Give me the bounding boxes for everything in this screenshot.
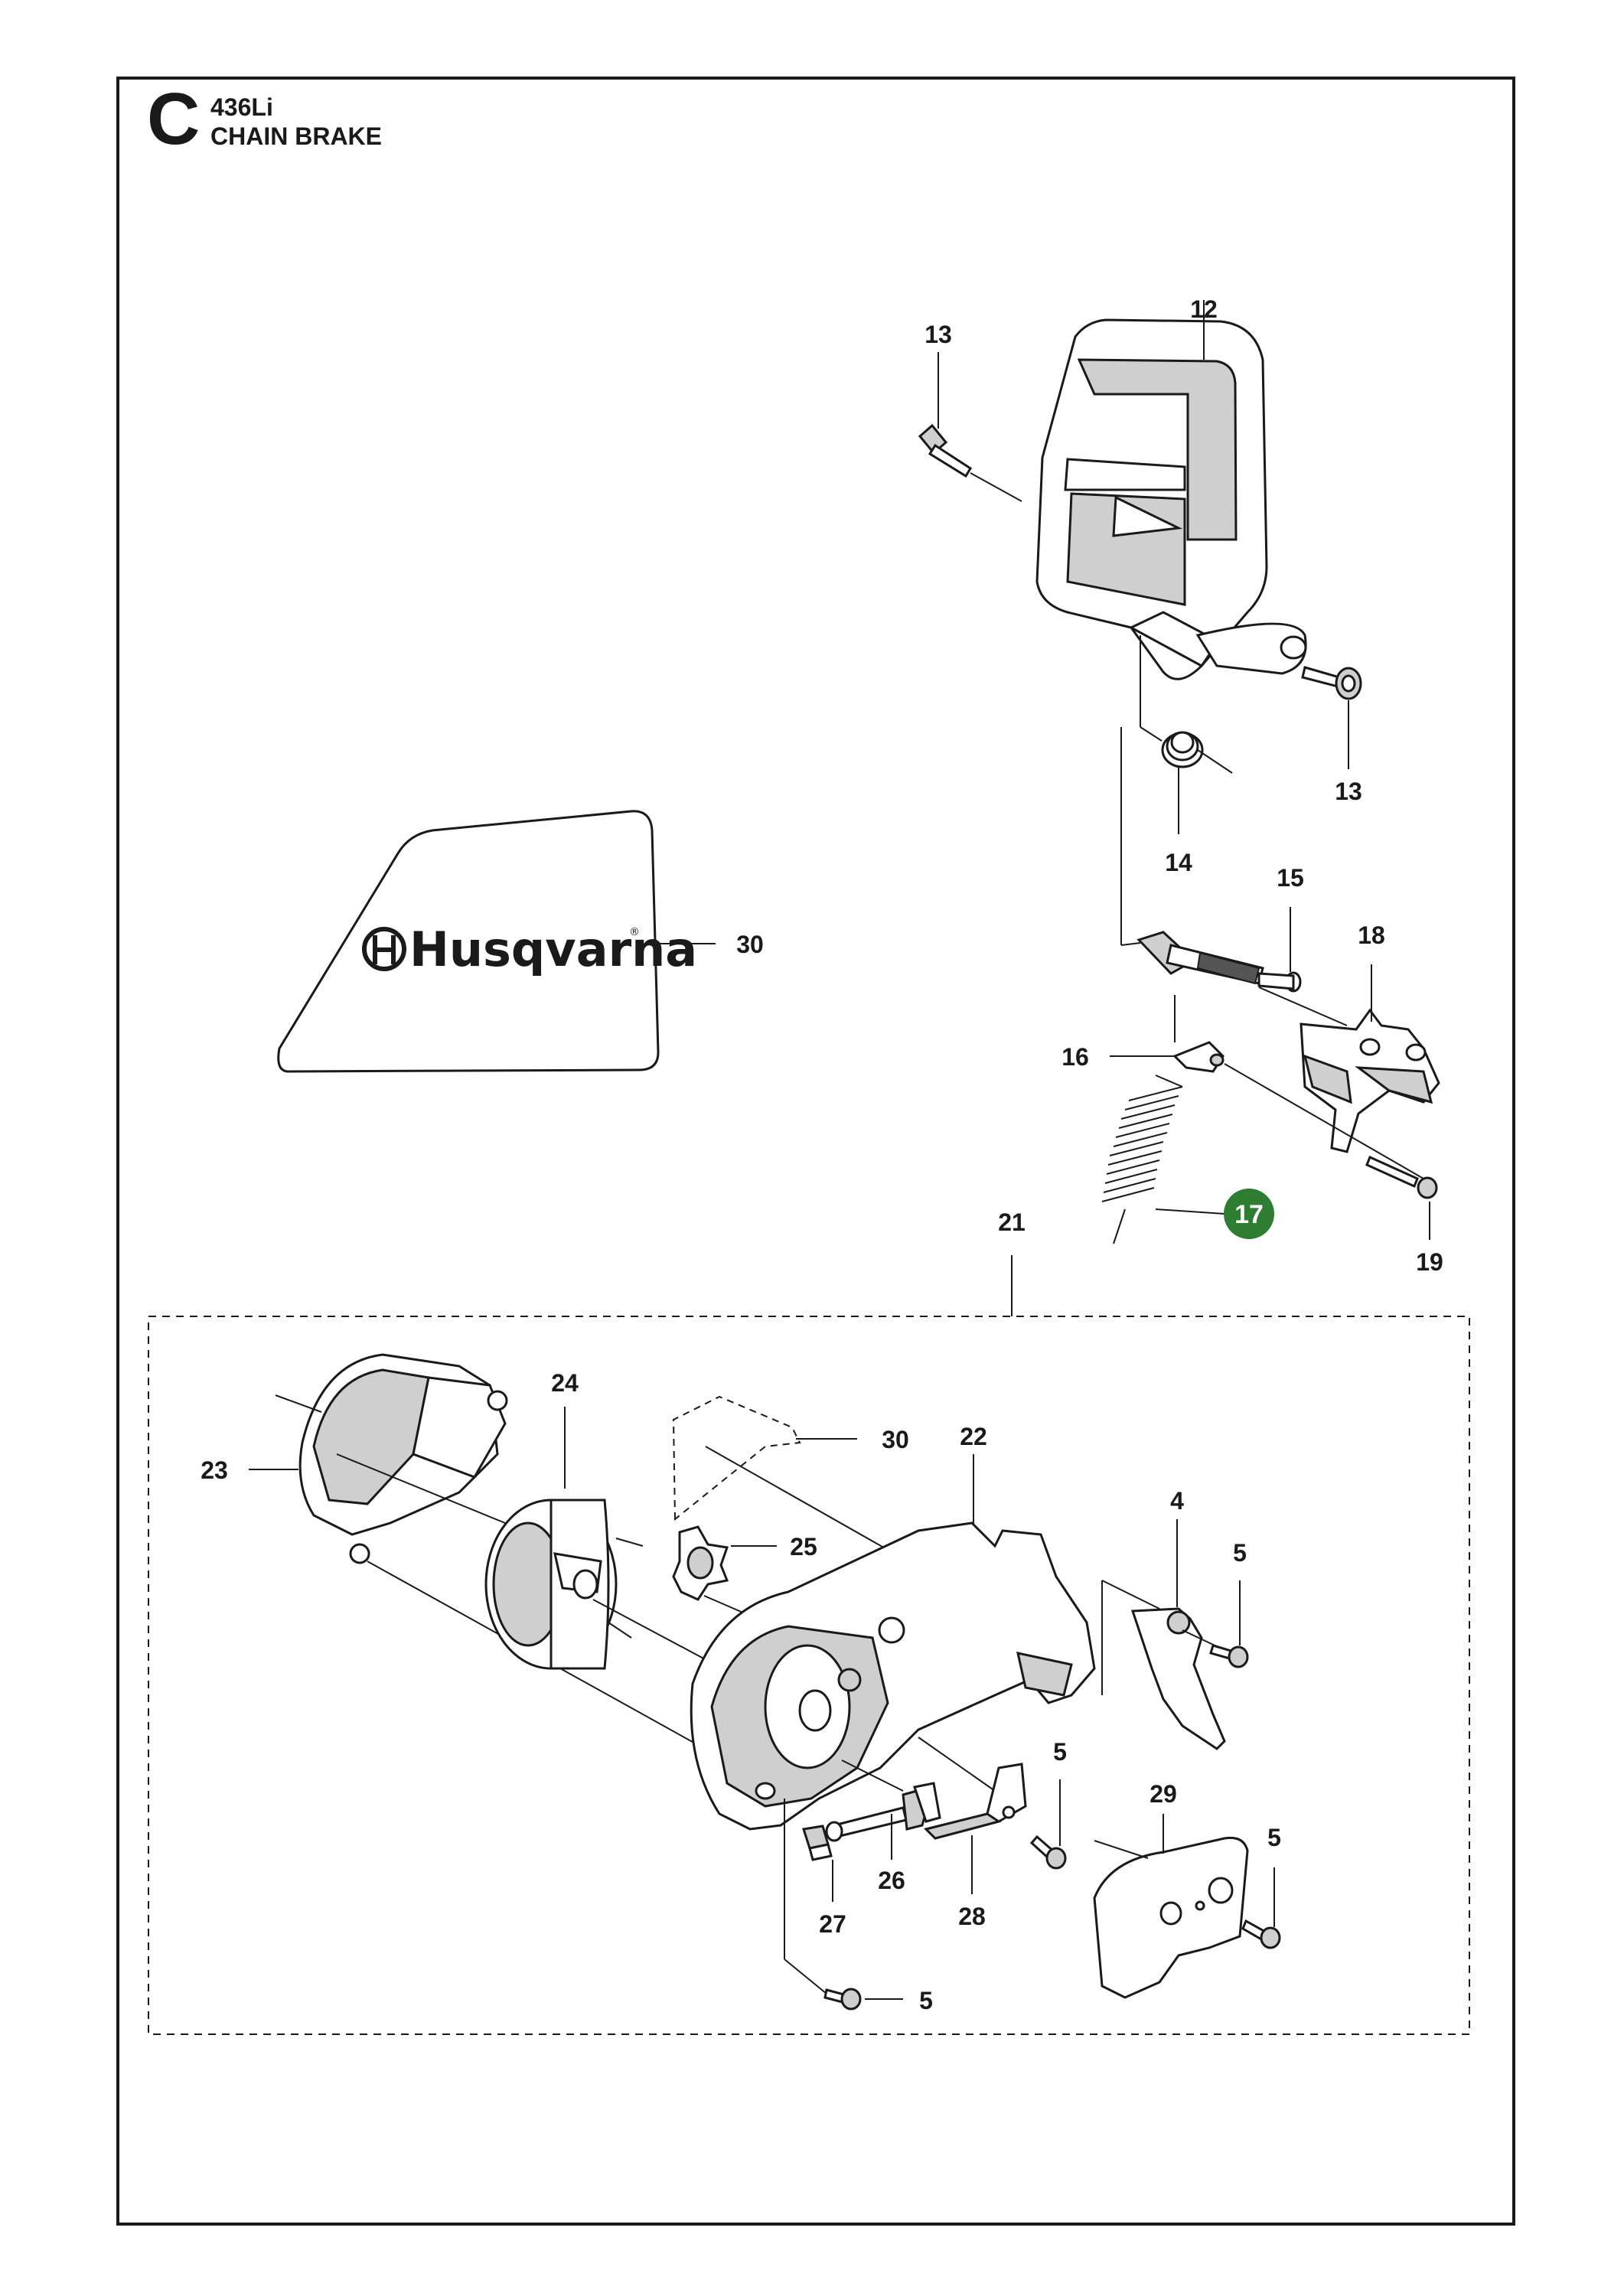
page-title: CHAIN BRAKE bbox=[210, 122, 382, 150]
callout-29: 29 bbox=[1150, 1780, 1177, 1808]
callout-12: 12 bbox=[1190, 295, 1218, 323]
callout-18: 18 bbox=[1358, 921, 1385, 949]
callout-17-badge bbox=[1224, 1189, 1274, 1239]
part-4-plate[interactable] bbox=[1130, 1607, 1226, 1750]
part-30-decal[interactable]: Husqvarna ® bbox=[277, 810, 697, 1073]
callout-17: 17 bbox=[1234, 1200, 1264, 1229]
callout-25: 25 bbox=[790, 1533, 817, 1561]
part-24-brake-band[interactable] bbox=[484, 1499, 644, 1670]
callout-13-right: 13 bbox=[1335, 778, 1362, 805]
callout-19: 19 bbox=[1416, 1248, 1443, 1276]
callout-15: 15 bbox=[1277, 864, 1304, 892]
part-22-clutch-cover[interactable] bbox=[690, 1521, 1096, 1831]
callout-30-box: 30 bbox=[882, 1426, 909, 1453]
part-16-lever[interactable] bbox=[1172, 1041, 1225, 1073]
callout-5-b: 5 bbox=[1053, 1738, 1067, 1766]
part-26-shaft[interactable] bbox=[825, 1782, 941, 1842]
callout-5-c: 5 bbox=[1267, 1824, 1281, 1851]
callout-27: 27 bbox=[819, 1910, 846, 1938]
callout-14: 14 bbox=[1165, 849, 1192, 876]
part-5-screw-d[interactable] bbox=[823, 1988, 862, 2011]
callout-13-top: 13 bbox=[925, 321, 952, 348]
part-18-brake-lever[interactable] bbox=[1300, 1008, 1440, 1153]
part-23-drum-cover[interactable] bbox=[298, 1353, 508, 1564]
page-frame bbox=[116, 77, 1515, 2226]
callout-24: 24 bbox=[551, 1369, 579, 1397]
part-28-bracket[interactable] bbox=[924, 1763, 1027, 1840]
part-12-hand-guard[interactable] bbox=[1035, 318, 1307, 680]
callout-30-top: 30 bbox=[736, 931, 764, 958]
part-5-screw-a[interactable] bbox=[1209, 1644, 1249, 1668]
callout-16: 16 bbox=[1061, 1043, 1089, 1071]
callout-4: 4 bbox=[1170, 1487, 1184, 1515]
part-13-screw-left[interactable] bbox=[918, 423, 973, 478]
part-13-screw-right[interactable] bbox=[1301, 666, 1362, 700]
part-17-spring[interactable] bbox=[1101, 1075, 1183, 1202]
decal-brand-text: Husqvarna bbox=[409, 921, 697, 977]
model-name: 436Li bbox=[210, 93, 273, 121]
part-5-screw-c[interactable] bbox=[1241, 1919, 1281, 1949]
callout-22: 22 bbox=[960, 1423, 987, 1450]
part-25-nut[interactable] bbox=[672, 1525, 729, 1601]
section-letter: C bbox=[147, 78, 201, 160]
part-29-guide-plate[interactable] bbox=[1093, 1836, 1249, 1999]
part-15-link-pin[interactable] bbox=[1136, 931, 1302, 993]
part-19-screw[interactable] bbox=[1365, 1155, 1438, 1199]
part-14-spring[interactable] bbox=[1161, 731, 1233, 774]
registered-mark: ® bbox=[629, 926, 640, 938]
part-30-decal-position bbox=[672, 1395, 801, 1521]
part-5-screw-b[interactable] bbox=[1029, 1835, 1067, 1870]
callout-26: 26 bbox=[878, 1867, 905, 1894]
callout-5-a: 5 bbox=[1233, 1539, 1247, 1567]
husqvarna-logo-icon bbox=[362, 927, 406, 971]
callout-21: 21 bbox=[998, 1208, 1026, 1236]
callout-5-d: 5 bbox=[919, 1987, 933, 2014]
part-27-block[interactable] bbox=[802, 1825, 833, 1861]
callout-28: 28 bbox=[958, 1903, 986, 1930]
callout-23: 23 bbox=[201, 1456, 228, 1484]
